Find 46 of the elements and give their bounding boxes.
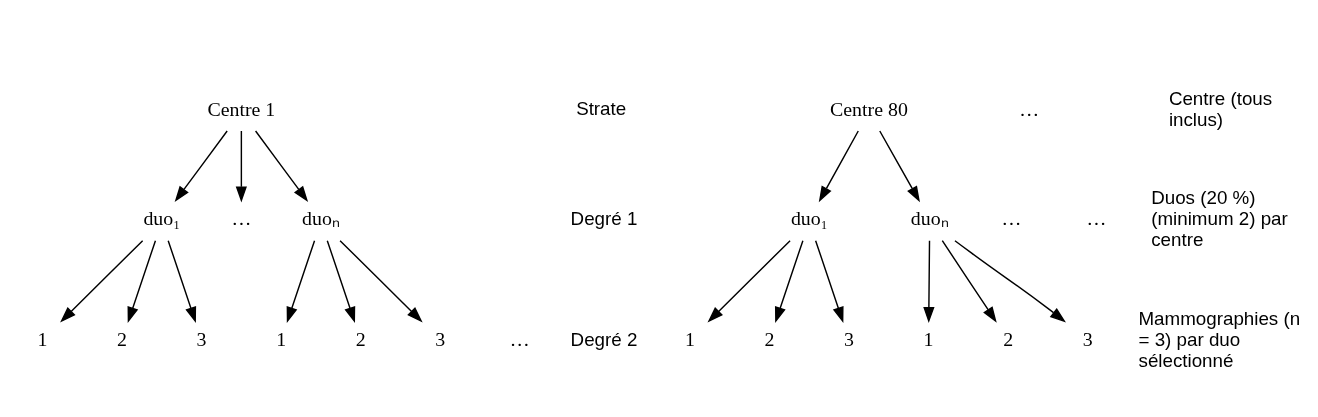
arrow: [774, 239, 804, 323]
arrow: [254, 130, 309, 203]
node-text: duo₁: [143, 207, 181, 230]
node-text: 1: [923, 327, 934, 350]
node-text: 3: [435, 327, 446, 350]
node-text: 1: [276, 327, 287, 350]
node-text: 2: [1003, 327, 1014, 350]
node-text: 2: [764, 327, 775, 350]
label: …: [509, 327, 530, 350]
label: …: [1019, 97, 1040, 120]
arrow: [923, 239, 935, 324]
node-text: duoₙ: [910, 207, 949, 230]
arrow: [814, 239, 844, 323]
arrow: [941, 239, 997, 323]
node-text: Centre 1: [207, 97, 276, 120]
label: Duos (20 %) (minimum 2) par centre: [1151, 187, 1288, 251]
arrow: [818, 130, 859, 203]
label: Degré 1: [570, 208, 638, 230]
arrow: [339, 239, 423, 323]
label: Degré 2: [570, 328, 638, 350]
node-text: 2: [355, 327, 366, 350]
arrow: [60, 239, 144, 323]
arrow: [286, 239, 316, 323]
arrow: [174, 130, 228, 203]
label: …: [1001, 207, 1022, 230]
arrow: [707, 239, 791, 323]
label: Strate: [576, 98, 627, 120]
arrow: [127, 239, 157, 323]
node-text: duo₁: [790, 207, 828, 230]
node-text: 1: [684, 327, 695, 350]
node-text: 3: [196, 327, 207, 350]
node-text: 3: [844, 327, 854, 350]
node-text: …: [231, 207, 252, 230]
label: …: [1086, 207, 1107, 230]
arrow: [235, 130, 248, 203]
arrow: [326, 239, 356, 323]
label: Mammographies (n = 3) par duo sélectionné: [1138, 307, 1301, 371]
arrow: [167, 239, 197, 323]
node-text: 2: [117, 327, 128, 350]
node-text: 3: [1082, 327, 1093, 350]
arrow: [879, 130, 920, 203]
node-text: duoₙ: [302, 207, 340, 230]
label: Centre (tous inclus): [1168, 87, 1273, 130]
arrow: [954, 240, 1066, 323]
node-text: 1: [37, 327, 48, 350]
node-text: Centre 80: [830, 97, 908, 120]
